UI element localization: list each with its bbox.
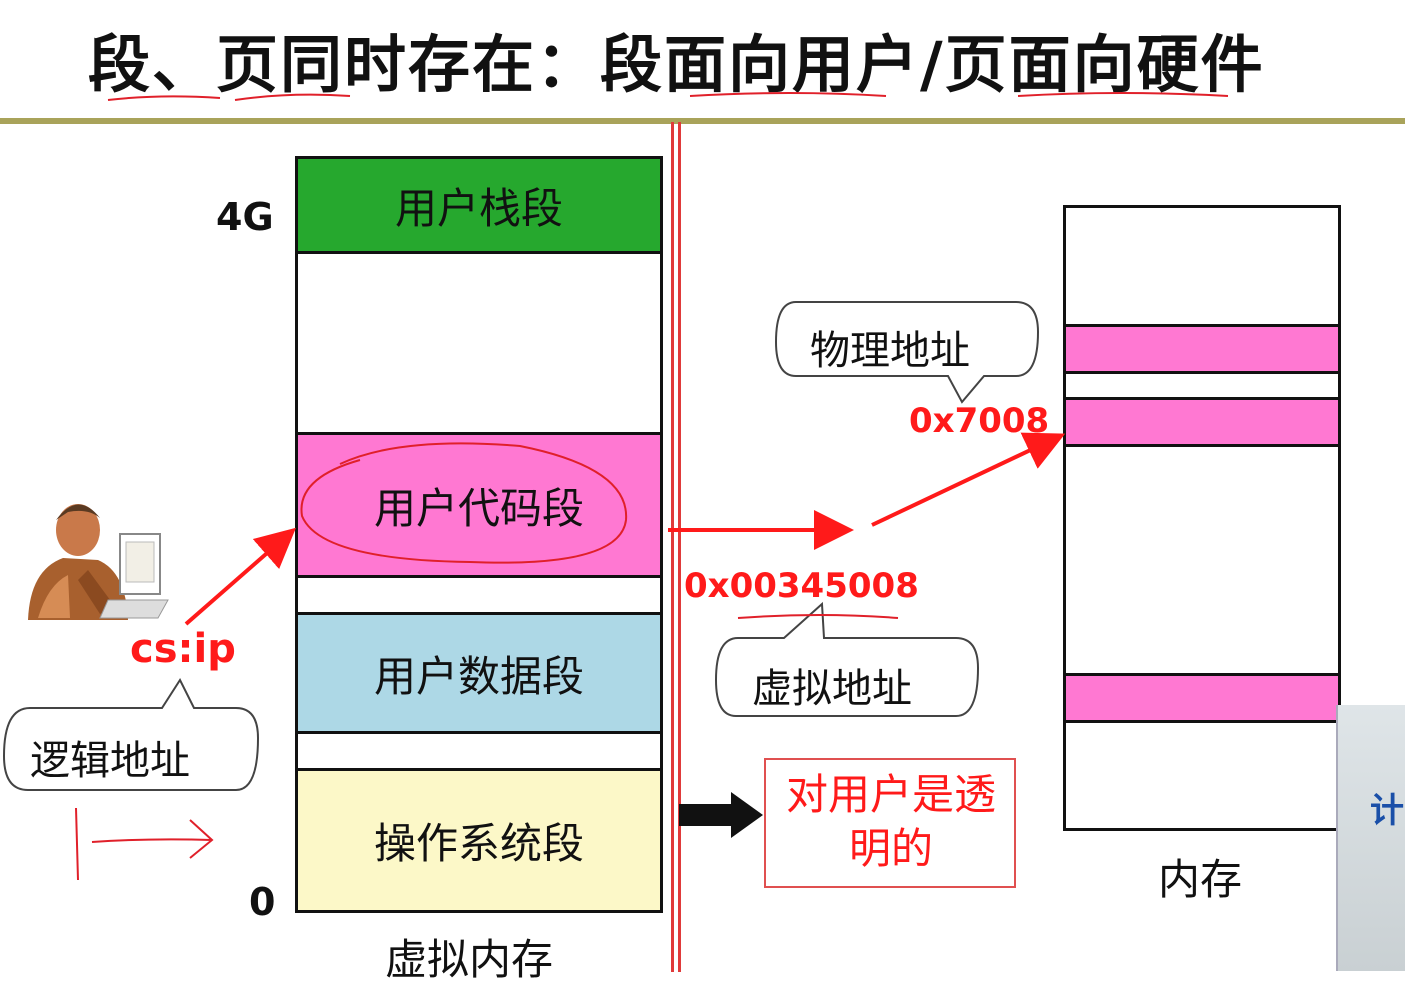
memory-page-3: [1063, 673, 1341, 723]
vertical-divider: [671, 122, 681, 972]
top-address-label: 4G: [216, 195, 274, 239]
title-underline-1: [107, 95, 221, 101]
title-underline-2: [234, 93, 351, 101]
stack-segment: 用户栈段: [295, 156, 663, 254]
virtual-memory-caption: 虚拟内存: [385, 935, 554, 984]
title-underline-3: [689, 92, 887, 97]
virtual-to-physical-arrow: [871, 432, 1066, 527]
code-segment-label: 用户代码段: [373, 483, 584, 533]
title-divider: [0, 118, 1405, 124]
physical-address-label: 物理地址: [810, 328, 970, 374]
virtual-address-underline: [737, 614, 899, 619]
logical-address-bubble: [2, 677, 260, 791]
empty-region-upper: [295, 251, 663, 435]
virtual-address-value: 0x00345008: [684, 566, 919, 606]
memory-page-1: [1063, 324, 1341, 374]
hand-drawn-arrow: [75, 807, 214, 881]
corner-snippet-text: 计: [1370, 791, 1404, 831]
page-title: 段、页同时存在：段面向用户/页面向硬件: [88, 28, 1265, 101]
transparent-note: 对用户是透明的: [786, 770, 997, 873]
transparent-note-box: [764, 758, 1016, 888]
data-segment-label: 用户数据段: [373, 651, 584, 701]
logical-address-label: 逻辑地址: [30, 738, 190, 784]
physical-memory-column: [1063, 205, 1341, 831]
hand-drawn-circle: [300, 442, 628, 564]
logical-to-code-arrow: [184, 527, 297, 626]
virtual-address-bubble: [714, 601, 980, 717]
user-at-computer-icon: [28, 504, 169, 620]
bottom-address-label: 0: [249, 880, 276, 924]
corner-image-snippet: 计: [1336, 705, 1405, 971]
code-segment: 用户代码段: [295, 432, 663, 578]
physical-address-bubble: [774, 301, 1040, 404]
title-underline-4: [1017, 92, 1229, 97]
memory-page-2: [1063, 397, 1341, 447]
logical-address-register: cs:ip: [130, 626, 236, 672]
os-segment: 操作系统段: [295, 768, 663, 913]
block-arrow-icon: [679, 792, 763, 838]
data-segment: 用户数据段: [295, 612, 663, 734]
memory-caption: 内存: [1158, 855, 1243, 904]
virtual-address-label: 虚拟地址: [752, 666, 912, 712]
os-segment-label: 操作系统段: [373, 819, 584, 868]
stack-segment-label: 用户栈段: [394, 183, 563, 233]
